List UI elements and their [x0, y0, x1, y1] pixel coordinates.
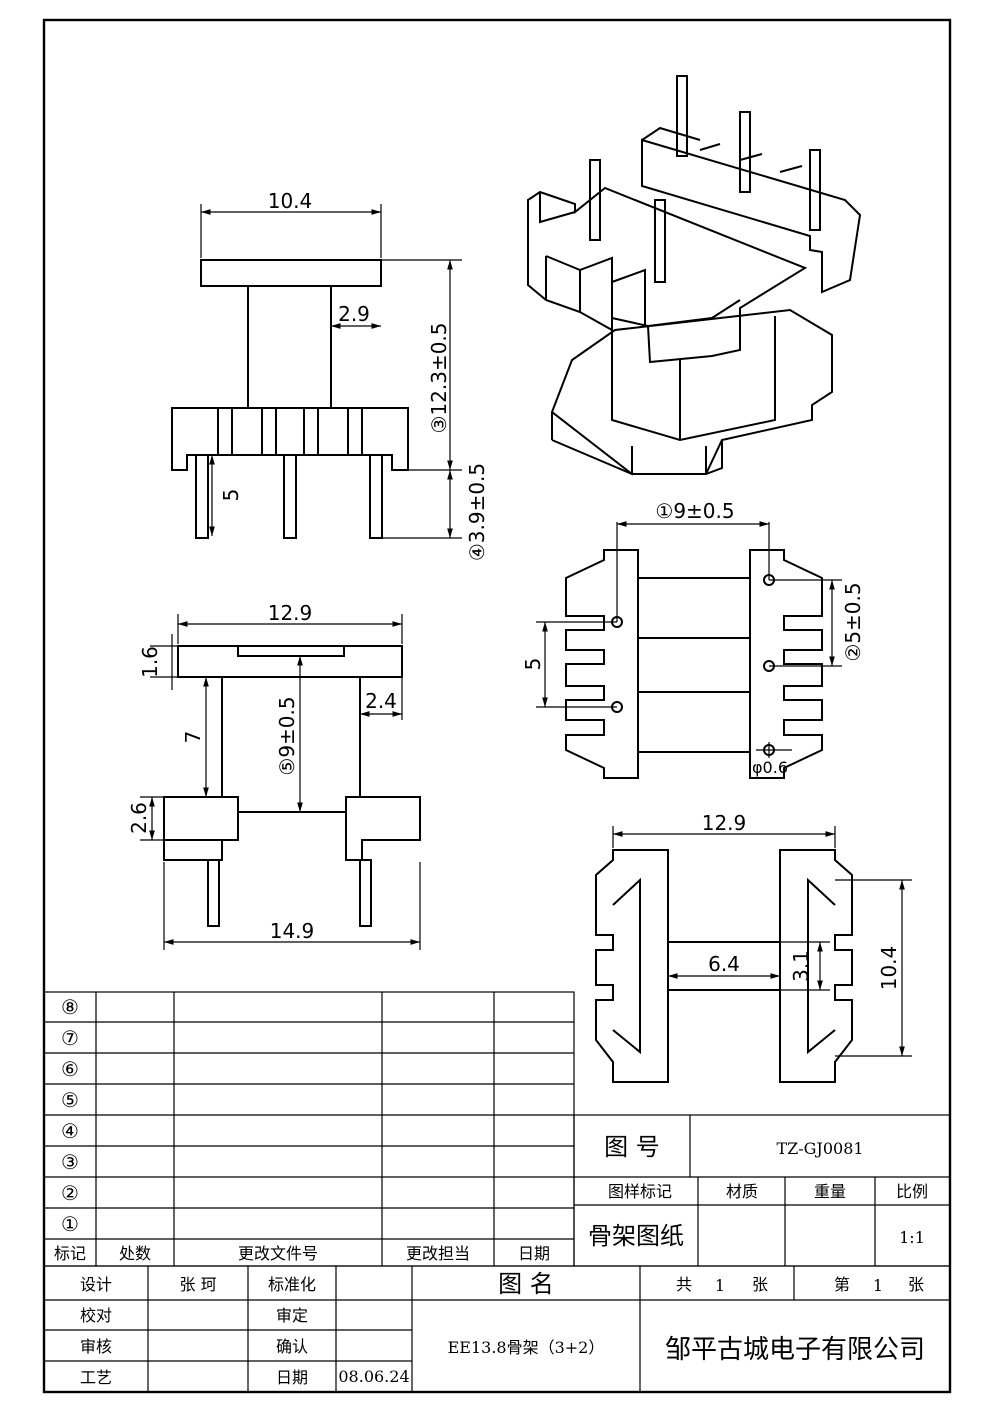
- revision-row-5: ⑤: [61, 1088, 79, 1112]
- designer-name: 张 珂: [179, 1275, 216, 1294]
- revision-header-doc: 更改文件号: [238, 1244, 318, 1263]
- sheet-label: 第: [834, 1275, 850, 1294]
- dim-front-inner: 7: [181, 731, 205, 744]
- revision-header-date: 日期: [518, 1244, 550, 1263]
- mark-label: 图样标记: [608, 1182, 672, 1201]
- total-unit: 张: [752, 1275, 768, 1294]
- company-name: 邹平古城电子有限公司: [665, 1335, 925, 1365]
- dim-front-top-width: 12.9: [268, 601, 313, 625]
- total-value: 1: [715, 1276, 725, 1295]
- drawing-number-label: 图 号: [604, 1133, 660, 1161]
- revision-row-8: ⑧: [61, 995, 79, 1019]
- dim-top-core-height: 3.1: [789, 950, 813, 982]
- dim-side-top-width: 10.4: [268, 189, 313, 213]
- revision-row-7: ⑦: [61, 1026, 79, 1050]
- revision-row-4: ④: [61, 1119, 79, 1143]
- date-value: 08.06.24: [338, 1367, 409, 1386]
- dim-bottom-pitch-left: 5: [521, 658, 545, 671]
- material-label: 材质: [726, 1182, 758, 1201]
- scale-label: 比例: [896, 1182, 928, 1201]
- design-label: 设计: [80, 1275, 112, 1294]
- drawing-name-label: 图 名: [498, 1270, 554, 1298]
- revision-row-1: ①: [61, 1212, 79, 1236]
- date-label: 日期: [276, 1368, 308, 1387]
- weight-label: 重量: [814, 1182, 846, 1201]
- part-name: EE13.8骨架（3+2）: [448, 1338, 605, 1357]
- top-view: [595, 826, 912, 1083]
- dim-bottom-pin-span: ①9±0.5: [655, 499, 734, 523]
- bottom-view: [536, 521, 842, 779]
- dim-top-core-width: 6.4: [708, 952, 740, 976]
- revision-header-mark: 标记: [54, 1244, 86, 1263]
- dim-side-pin-length: 5: [219, 489, 243, 502]
- dim-bottom-pitch-right: ②5±0.5: [841, 582, 865, 661]
- scale-value: 1:1: [899, 1228, 925, 1247]
- review-label: 审定: [276, 1306, 308, 1325]
- confirm-label: 确认: [276, 1337, 308, 1356]
- revision-row-6: ⑥: [61, 1057, 79, 1081]
- drawing-number: TZ-GJ0081: [776, 1139, 863, 1158]
- sheet-unit: 张: [908, 1275, 924, 1294]
- front-view: [140, 614, 421, 950]
- check-label: 校对: [80, 1306, 112, 1325]
- document-type: 骨架图纸: [588, 1222, 684, 1250]
- dim-top-height: 10.4: [877, 946, 901, 991]
- dim-front-height: ⑤9±0.5: [275, 696, 299, 775]
- process-label: 工艺: [80, 1368, 112, 1387]
- sheet-value: 1: [873, 1276, 883, 1295]
- dim-front-base: 2.6: [127, 802, 151, 834]
- dim-front-post: 2.4: [365, 689, 397, 713]
- revision-row-3: ③: [61, 1150, 79, 1174]
- standard-label: 标准化: [268, 1275, 316, 1294]
- audit-label: 审核: [80, 1337, 112, 1356]
- revision-row-2: ②: [61, 1181, 79, 1205]
- dim-bottom-pin-diameter: φ0.6: [752, 758, 788, 777]
- revision-header-count: 处数: [119, 1244, 151, 1263]
- title-block: [43, 1114, 951, 1393]
- dim-front-bottom-width: 14.9: [270, 919, 315, 943]
- sheet-border: [42, 18, 952, 1394]
- isometric-view: [527, 75, 862, 476]
- dim-side-height: ③12.3±0.5: [427, 322, 451, 433]
- revision-header-owner: 更改担当: [406, 1244, 470, 1263]
- dim-side-pin-offset: ④3.9±0.5: [465, 463, 489, 561]
- dim-front-flange: 1.6: [138, 646, 162, 678]
- dim-top-width: 12.9: [702, 811, 747, 835]
- dim-side-post: 2.9: [338, 302, 370, 326]
- total-label: 共: [676, 1275, 692, 1294]
- side-view: [171, 204, 462, 539]
